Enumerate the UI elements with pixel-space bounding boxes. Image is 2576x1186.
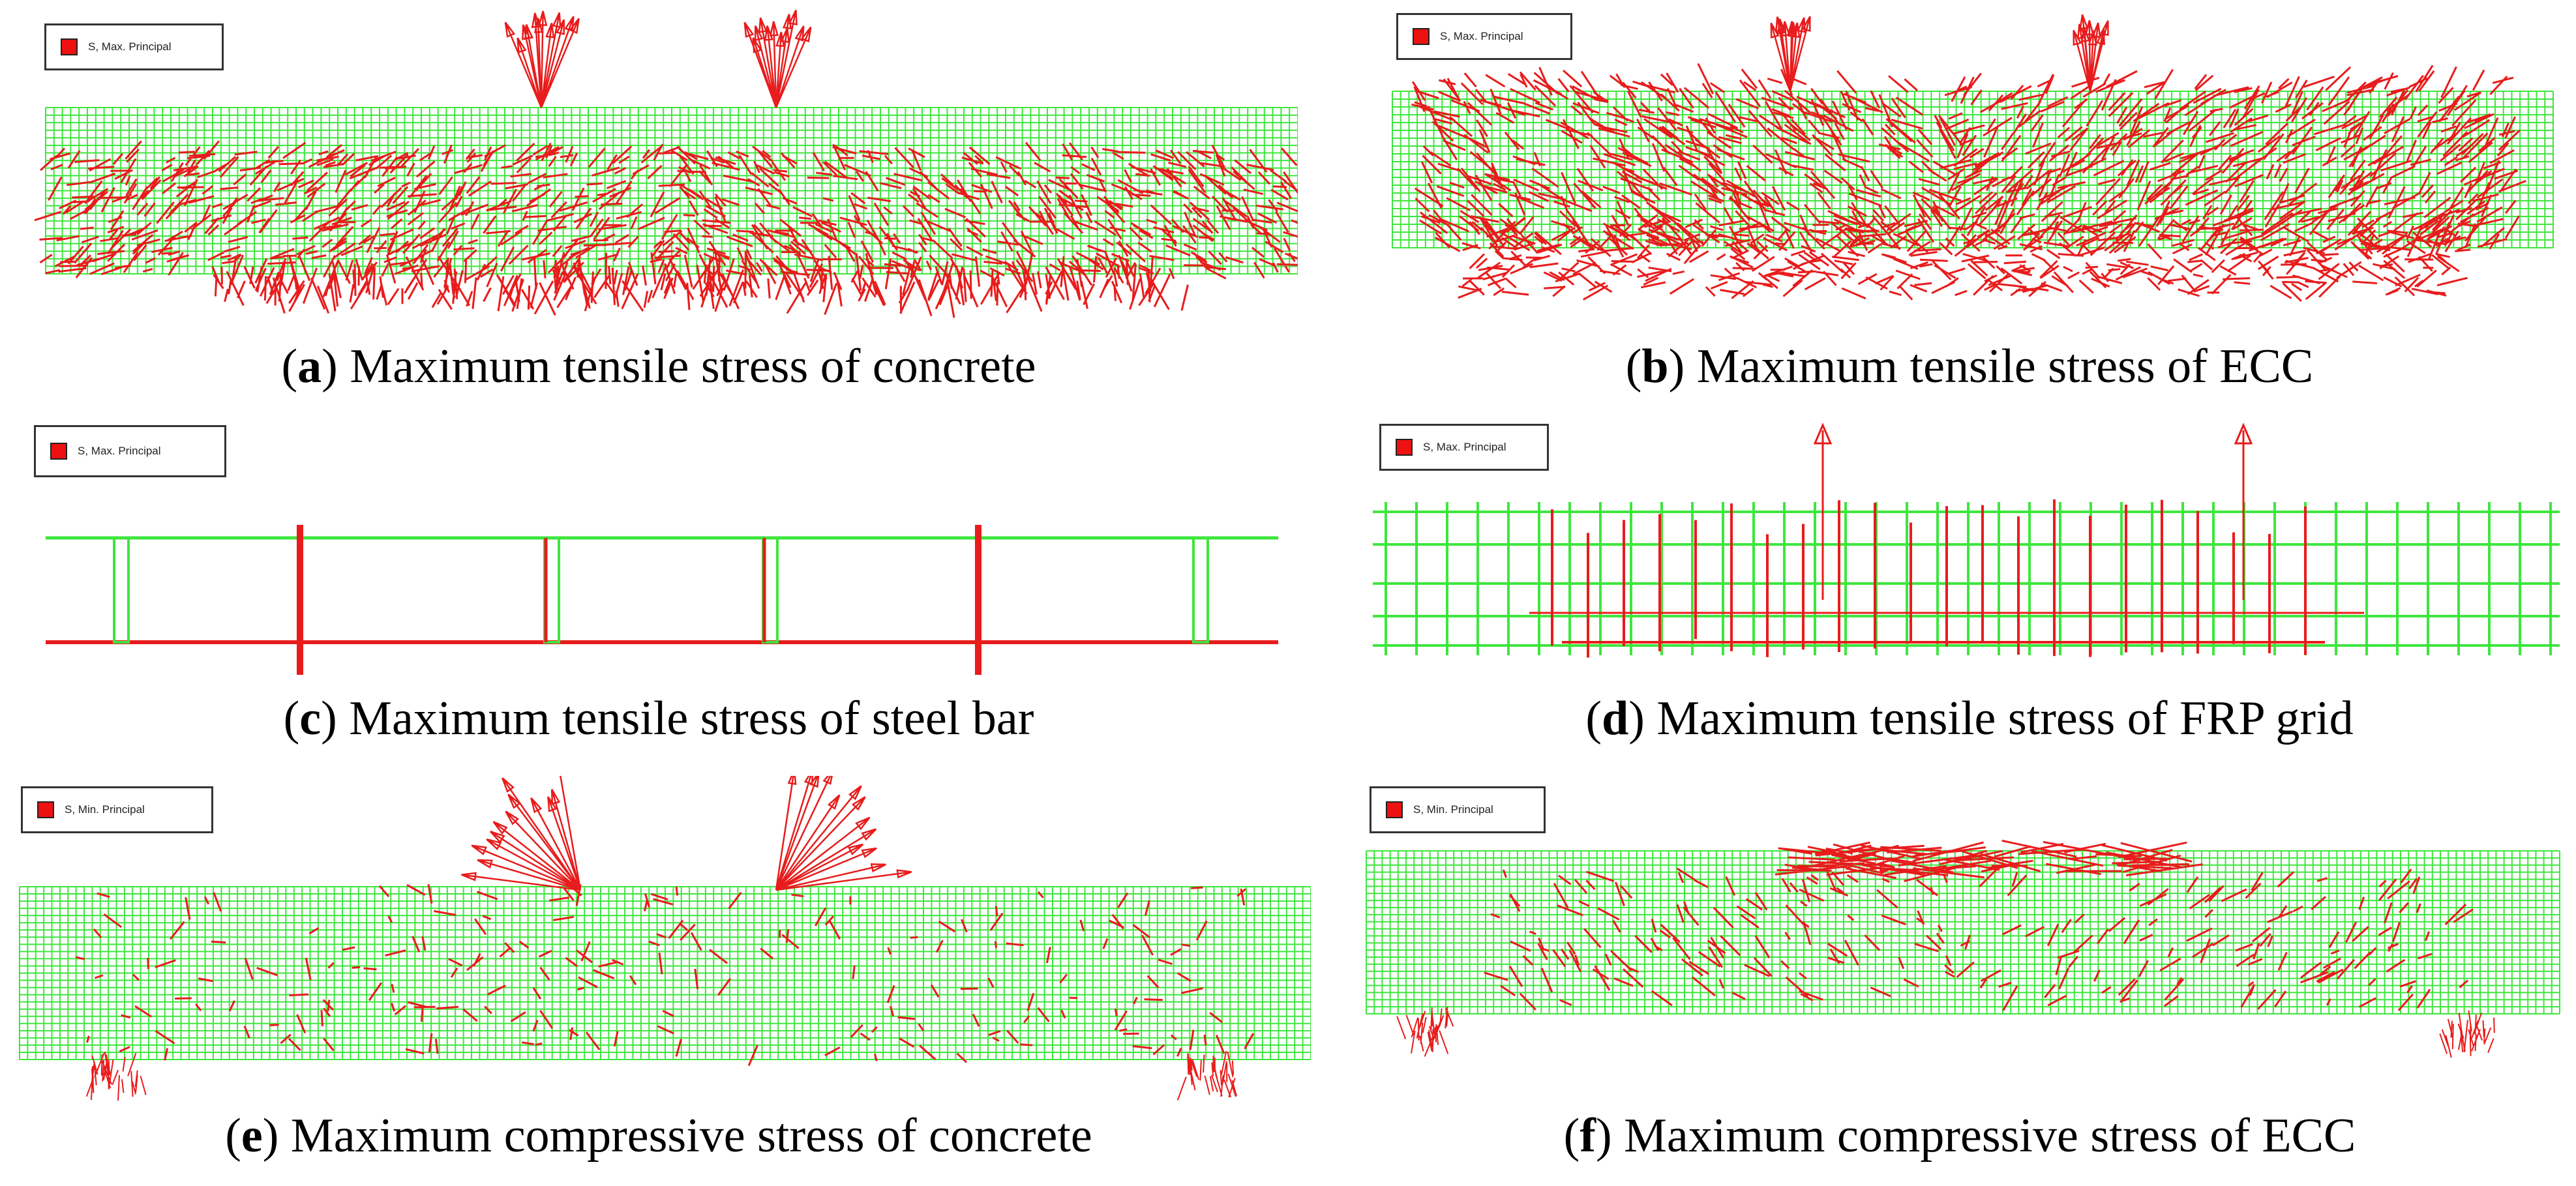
legend-swatch-icon — [1396, 439, 1413, 456]
panel-f: S, Min. Principal — [1360, 776, 2566, 1102]
caption-e: (e) Maximum compressive stress of concre… — [225, 1109, 1092, 1163]
caption-text-b: Maximum tensile stress of ECC — [1685, 340, 2314, 393]
mesh-grid — [1392, 91, 2554, 248]
fe-plot-f — [1366, 839, 2560, 1058]
arrowhead-icon — [2234, 423, 2253, 445]
caption-letter-b: b — [1641, 340, 1669, 393]
load-arrow-fan — [1770, 16, 1811, 92]
stress-vectors — [1484, 867, 2474, 1011]
caption-text-e: Maximum compressive stress of concrete — [278, 1109, 1092, 1163]
stress-vectors — [1775, 839, 2203, 882]
legend-f: S, Min. Principal — [1370, 786, 1546, 833]
legend-label-f: S, Min. Principal — [1413, 803, 1493, 816]
caption-d: (d) Maximum tensile stress of FRP grid — [1585, 692, 2354, 745]
caption-text-d: Maximum tensile stress of FRP grid — [1644, 692, 2354, 745]
stress-vectors — [75, 880, 1255, 1066]
legend-label-a: S, Max. Principal — [88, 40, 172, 53]
legend-b: S, Max. Principal — [1396, 13, 1572, 60]
load-arrow-fan — [775, 776, 912, 891]
caption-text-f: Maximum compressive stress of ECC — [1611, 1109, 2356, 1163]
fe-plot-e — [19, 776, 1311, 1101]
panel-d: S, Max. Principal — [1366, 417, 2560, 691]
legend-d: S, Max. Principal — [1379, 424, 1549, 471]
caption-text-a: Maximum tensile stress of concrete — [337, 340, 1036, 393]
fe-plot-b — [1392, 14, 2554, 302]
mesh-grid — [19, 886, 1311, 1060]
legend-label-c: S, Max. Principal — [78, 445, 161, 457]
stress-vectors — [1458, 213, 2478, 302]
legend-swatch-icon — [1386, 801, 1403, 818]
stress-vectors — [1176, 1050, 1237, 1101]
legend-swatch-icon — [1413, 28, 1430, 45]
stress-vectors — [1411, 63, 2526, 259]
caption-b: (b) Maximum tensile stress of ECC — [1625, 340, 2314, 393]
load-arrow-fan — [2073, 14, 2109, 92]
caption-letter-c: c — [299, 692, 322, 745]
stress-vectors — [85, 1052, 147, 1101]
legend-swatch-icon — [37, 801, 54, 818]
stress-vectors — [1396, 1007, 1454, 1057]
stress-vectors — [2439, 1010, 2495, 1058]
legend-swatch-icon — [50, 443, 67, 460]
legend-e: S, Min. Principal — [21, 786, 213, 833]
legend-swatch-icon — [61, 38, 78, 55]
legend-a: S, Max. Principal — [44, 23, 224, 70]
load-arrow-fan — [461, 776, 582, 891]
fe-plot-a — [34, 9, 1298, 318]
legend-c: S, Max. Principal — [34, 425, 226, 477]
legend-label-d: S, Max. Principal — [1423, 441, 1506, 453]
panel-e: S, Min. Principal — [13, 776, 1311, 1102]
caption-letter-d: d — [1602, 692, 1629, 745]
frp-grid — [1373, 502, 2560, 655]
caption-a: (a) Maximum tensile stress of concrete — [281, 340, 1036, 393]
fe-plot-c — [46, 525, 1278, 675]
stirrup — [1192, 537, 1209, 644]
load-arrow-fan — [743, 9, 812, 108]
panel-c: S, Max. Principal — [26, 417, 1298, 691]
caption-f: (f) Maximum compressive stress of ECC — [1563, 1109, 2356, 1163]
caption-letter-e: e — [241, 1109, 263, 1163]
legend-label-e: S, Min. Principal — [65, 803, 145, 816]
caption-letter-a: a — [297, 340, 322, 393]
panel-a: S, Max. Principal — [26, 0, 1298, 326]
panel-b: S, Max. Principal — [1366, 0, 2560, 326]
caption-c: (c) Maximum tensile stress of steel bar — [283, 692, 1034, 745]
caption-letter-f: f — [1580, 1109, 1596, 1163]
stress-vectors — [34, 140, 1298, 284]
caption-text-c: Maximum tensile stress of steel bar — [337, 692, 1034, 745]
arrowhead-icon — [1813, 423, 1833, 445]
load-arrow-fan — [504, 10, 580, 108]
legend-label-b: S, Max. Principal — [1440, 30, 1523, 42]
fe-plot-d — [1373, 423, 2560, 658]
stirrup — [113, 537, 130, 644]
stress-vectors — [211, 250, 1189, 318]
